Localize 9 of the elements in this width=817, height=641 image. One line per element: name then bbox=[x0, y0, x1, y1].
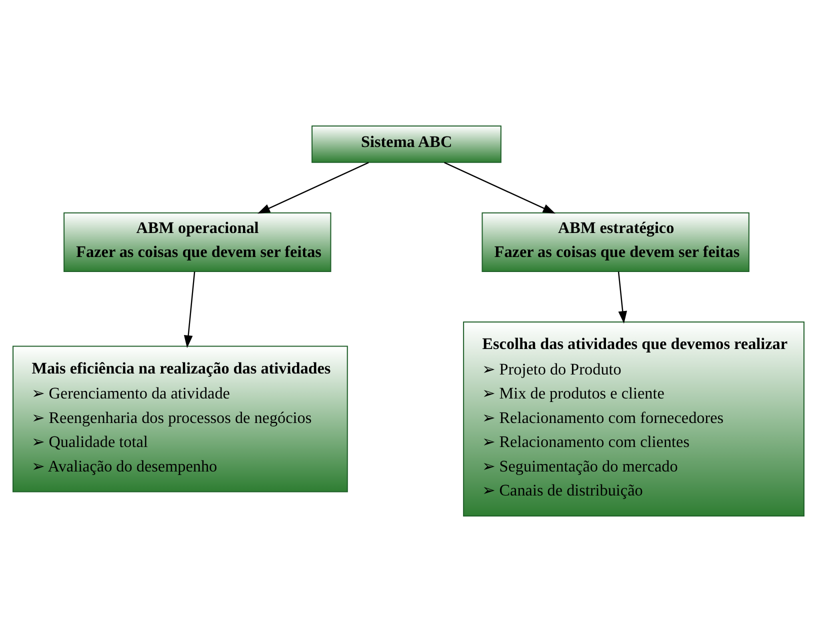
node-box: Mais eficiência na realização das atividades ➢ Gerenciamento da atividade ➢ Reengenharia dos processos de negócios ➢ Qualidade total ➢ Avaliação do desempenho bbox=[12, 345, 348, 492]
arrow bbox=[258, 162, 369, 214]
node-box: ABM estratégico Fazer as coisas que devem ser feitas bbox=[482, 212, 750, 272]
node-box: ABM operacional Fazer as coisas que devem ser feitas bbox=[64, 212, 332, 272]
node-box: Escolha das atividades que devemos realizar ➢ Projeto do Produto ➢ Mix de produtos e cliente ➢ Relacionamento com fornecedores ➢ Relacionamento com clientes ➢ Seguimentação do mercado ➢ Canais de distribuição bbox=[463, 321, 804, 516]
node-box: Sistema ABC bbox=[312, 125, 502, 162]
arrow bbox=[444, 162, 556, 214]
arrow bbox=[184, 271, 196, 348]
arrow bbox=[618, 271, 628, 324]
